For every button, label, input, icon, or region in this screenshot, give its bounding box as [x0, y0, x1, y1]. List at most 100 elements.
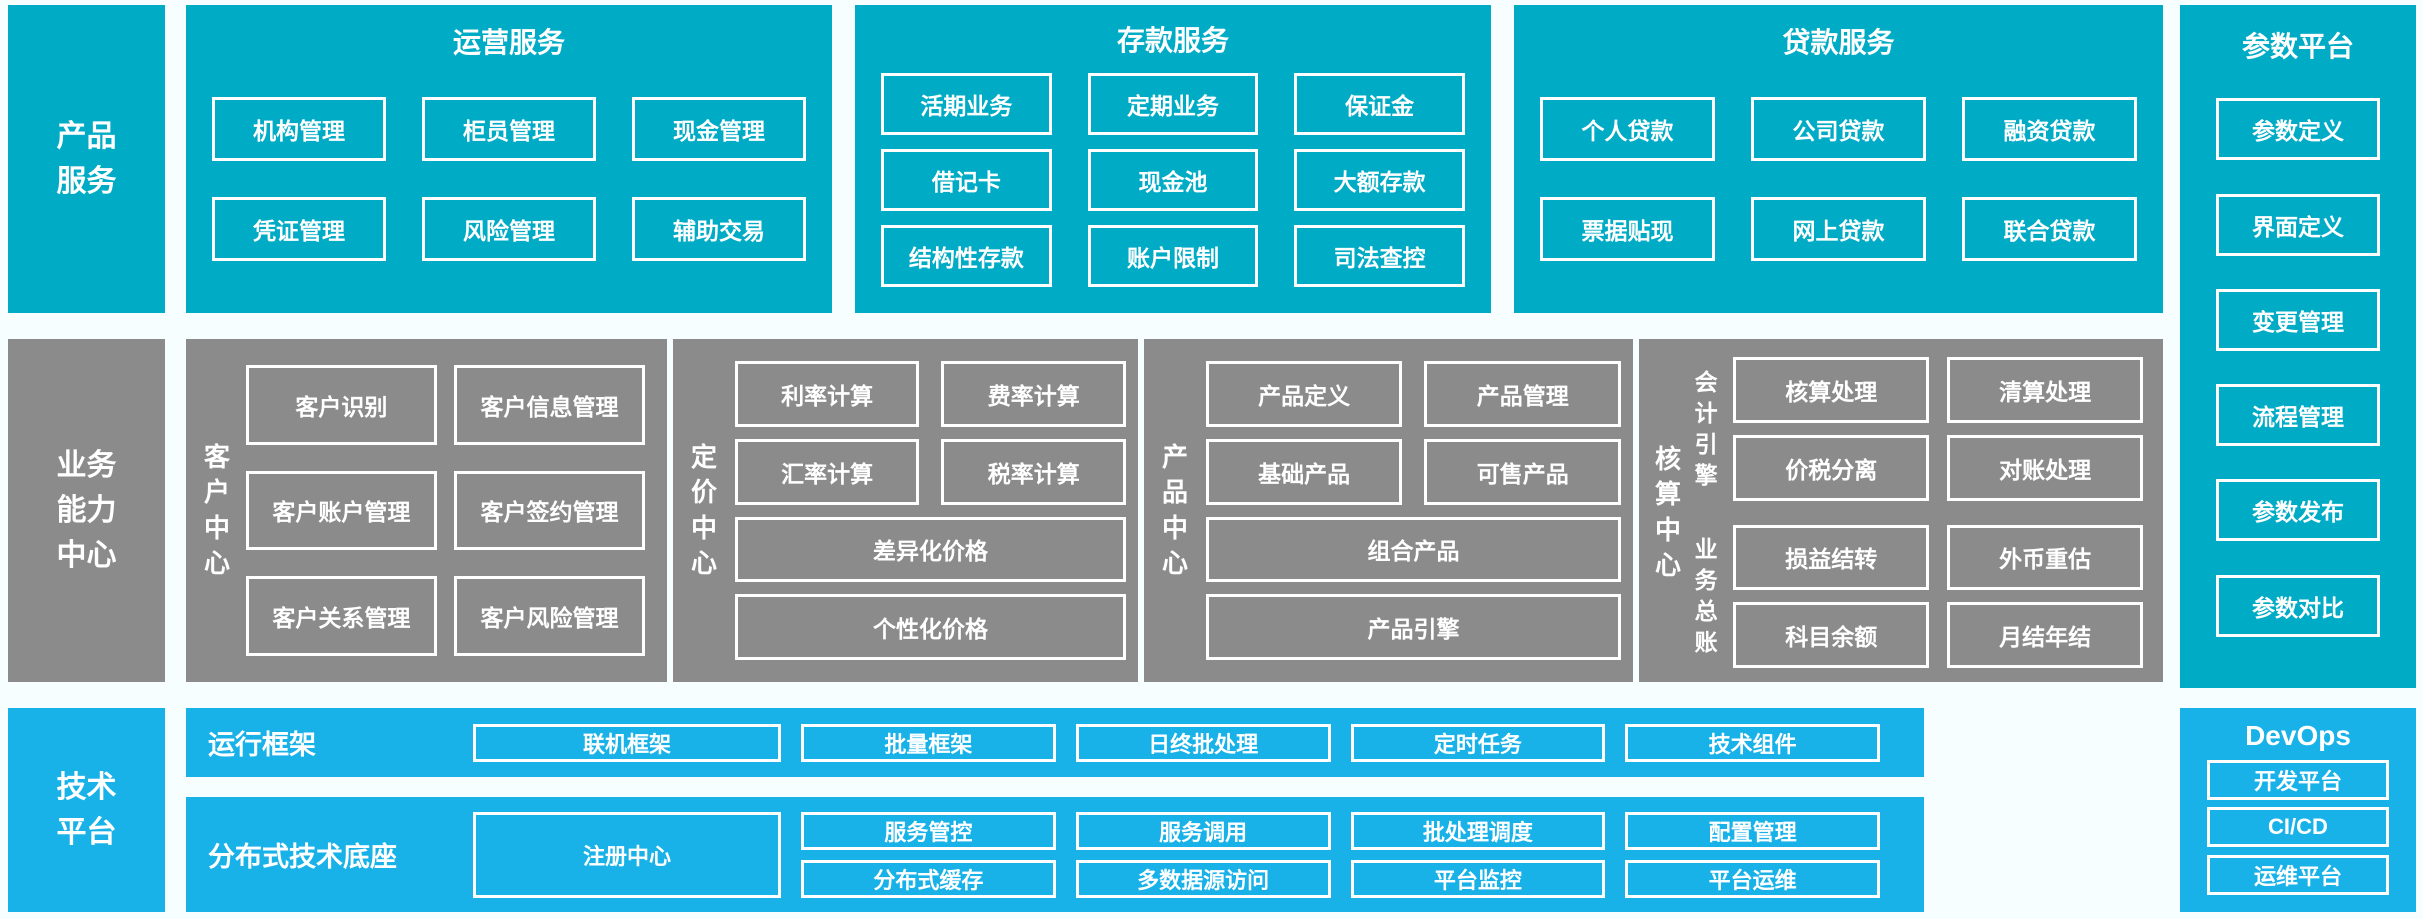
module-box: 产品管理	[1424, 361, 1621, 427]
panel-deposit-services: 存款服务 活期业务 定期业务 保证金 借记卡 现金池 大额存款 结构性存款 账户…	[855, 5, 1491, 313]
module-box: 日终批处理	[1075, 723, 1331, 762]
distributed-column: 服务管控 分布式缓存	[801, 811, 1056, 898]
module-box: 费率计算	[941, 361, 1126, 427]
distributed-column: 批处理调度 平台监控	[1350, 811, 1606, 898]
customer-center-label: 客户中心	[203, 442, 230, 578]
module-box: 联合贷款	[1962, 197, 2137, 261]
accounting-groups: 会计引擎 核算处理 清算处理 价税分离 对账处理 业务总账 损益结转 外币重估 …	[1693, 357, 2143, 668]
devops-stack: 开发平台 CI/CD 运维平台	[2180, 752, 2416, 902]
sidebar-business-capability-center: 业务能力中心	[8, 339, 165, 682]
module-box: 平台监控	[1350, 859, 1606, 898]
strip-distributed-base: 分布式技术底座 注册中心 服务管控 分布式缓存 服务调用 多数据源访问 批处理调…	[186, 797, 1924, 912]
sidebar-business-capability-label: 业务能力中心	[56, 449, 117, 572]
module-box: 司法查控	[1294, 225, 1465, 287]
module-box: 批处理调度	[1350, 811, 1606, 850]
devops-title: DevOps	[2245, 720, 2351, 751]
product-center-label: 产品中心	[1161, 442, 1188, 578]
module-box: 流程管理	[2216, 384, 2380, 447]
module-box: CI/CD	[2207, 807, 2389, 847]
module-box: 科目余额	[1733, 602, 1930, 668]
module-box: 注册中心	[473, 811, 781, 898]
module-box: 变更管理	[2216, 288, 2380, 351]
business-ledger-grid: 损益结转 外币重估 科目余额 月结年结	[1733, 524, 2143, 668]
sidebar-technology-platform: 技术平台	[8, 708, 165, 912]
module-box: 客户信息管理	[453, 365, 645, 445]
distributed-base-label: 分布式技术底座	[208, 842, 397, 872]
module-box: 界面定义	[2216, 193, 2380, 256]
module-box: 账户限制	[1087, 225, 1259, 287]
business-ledger-label: 业务总账	[1694, 536, 1718, 656]
module-box: 辅助交易	[632, 197, 806, 261]
module-box: 参数发布	[2216, 479, 2380, 542]
module-box: 外币重估	[1947, 524, 2143, 591]
module-box: 清算处理	[1947, 357, 2143, 423]
sidebar-product-services: 产品服务	[8, 5, 165, 313]
module-box: 服务管控	[801, 811, 1056, 850]
module-box: 多数据源访问	[1075, 859, 1331, 898]
panel-customer-center: 客户中心 客户识别 客户信息管理 客户账户管理 客户签约管理 客户关系管理 客户…	[186, 339, 667, 682]
panel-operations-services: 运营服务 机构管理 柜员管理 现金管理 凭证管理 风险管理 辅助交易	[186, 5, 832, 313]
accounting-center-label: 核算中心	[1654, 444, 1681, 580]
deposit-title: 存款服务	[1116, 25, 1229, 56]
panel-product-center: 产品中心 产品定义 产品管理 基础产品 可售产品 组合产品 产品引擎	[1144, 339, 1633, 682]
module-box: 技术组件	[1625, 723, 1880, 762]
module-box: 基础产品	[1205, 438, 1403, 505]
module-box: 个性化价格	[734, 594, 1126, 660]
strip-runtime-framework: 运行框架 联机框架 批量框架 日终批处理 定时任务 技术组件	[186, 708, 1924, 777]
module-box: 客户账户管理	[245, 470, 437, 551]
module-box: 税率计算	[941, 438, 1126, 505]
module-box: 组合产品	[1205, 516, 1621, 583]
module-box: 分布式缓存	[801, 859, 1056, 898]
module-box: 配置管理	[1625, 811, 1880, 850]
module-box: 损益结转	[1733, 524, 1930, 591]
module-box: 客户风险管理	[453, 576, 645, 656]
loan-title: 贷款服务	[1782, 27, 1895, 58]
distributed-column: 配置管理 平台运维	[1625, 811, 1880, 898]
loan-grid: 个人贷款 公司贷款 融资贷款 票据贴现 网上贷款 联合贷款	[1540, 61, 2137, 297]
runtime-framework-label: 运行框架	[208, 730, 316, 760]
module-box: 借记卡	[881, 149, 1052, 211]
sidebar-technology-platform-label: 技术平台	[56, 771, 117, 849]
module-box: 价税分离	[1733, 434, 1930, 501]
panel-accounting-center: 核算中心 会计引擎 核算处理 清算处理 价税分离 对账处理 业务总账 损益结转 …	[1639, 339, 2163, 682]
operations-title: 运营服务	[452, 27, 565, 58]
parameter-platform-title: 参数平台	[2241, 31, 2354, 62]
module-box: 客户签约管理	[453, 470, 645, 551]
module-box: 开发平台	[2207, 759, 2389, 800]
deposit-grid: 活期业务 定期业务 保证金 借记卡 现金池 大额存款 结构性存款 账户限制 司法…	[881, 59, 1465, 301]
module-box: 可售产品	[1424, 438, 1621, 505]
module-box: 差异化价格	[734, 516, 1126, 583]
module-box: 联机框架	[473, 723, 781, 762]
module-box: 结构性存款	[881, 225, 1052, 287]
module-box: 批量框架	[801, 723, 1056, 762]
module-box: 网上贷款	[1751, 197, 1926, 261]
module-box: 汇率计算	[734, 438, 920, 505]
module-box: 平台运维	[1625, 859, 1880, 898]
panel-loan-services: 贷款服务 个人贷款 公司贷款 融资贷款 票据贴现 网上贷款 联合贷款	[1514, 5, 2163, 313]
panel-devops: DevOps 开发平台 CI/CD 运维平台	[2180, 708, 2416, 912]
module-box: 现金管理	[632, 97, 806, 161]
module-box: 柜员管理	[422, 97, 596, 161]
module-box: 机构管理	[212, 97, 386, 161]
module-box: 活期业务	[881, 73, 1052, 135]
module-box: 对账处理	[1947, 434, 2143, 501]
business-ledger-group: 业务总账 损益结转 外币重估 科目余额 月结年结	[1693, 524, 2143, 668]
customer-center-grid: 客户识别 客户信息管理 客户账户管理 客户签约管理 客户关系管理 客户风险管理	[245, 365, 645, 656]
module-box: 核算处理	[1733, 357, 1930, 423]
module-box: 参数定义	[2216, 98, 2380, 161]
module-box: 风险管理	[422, 197, 596, 261]
operations-grid: 机构管理 柜员管理 现金管理 凭证管理 风险管理 辅助交易	[212, 61, 806, 297]
parameter-platform-stack: 参数定义 界面定义 变更管理 流程管理 参数发布 参数对比	[2180, 65, 2416, 670]
module-box: 个人贷款	[1540, 97, 1715, 161]
module-box: 现金池	[1087, 149, 1259, 211]
sidebar-product-services-label: 产品服务	[56, 120, 117, 198]
module-box: 客户识别	[245, 365, 437, 445]
module-box: 定时任务	[1350, 723, 1606, 762]
module-box: 参数对比	[2216, 574, 2380, 637]
module-box: 融资贷款	[1962, 97, 2137, 161]
module-box: 运维平台	[2207, 854, 2389, 895]
accounting-engine-grid: 核算处理 清算处理 价税分离 对账处理	[1733, 357, 2143, 501]
distributed-column: 服务调用 多数据源访问	[1075, 811, 1331, 898]
module-box: 产品引擎	[1205, 594, 1621, 660]
